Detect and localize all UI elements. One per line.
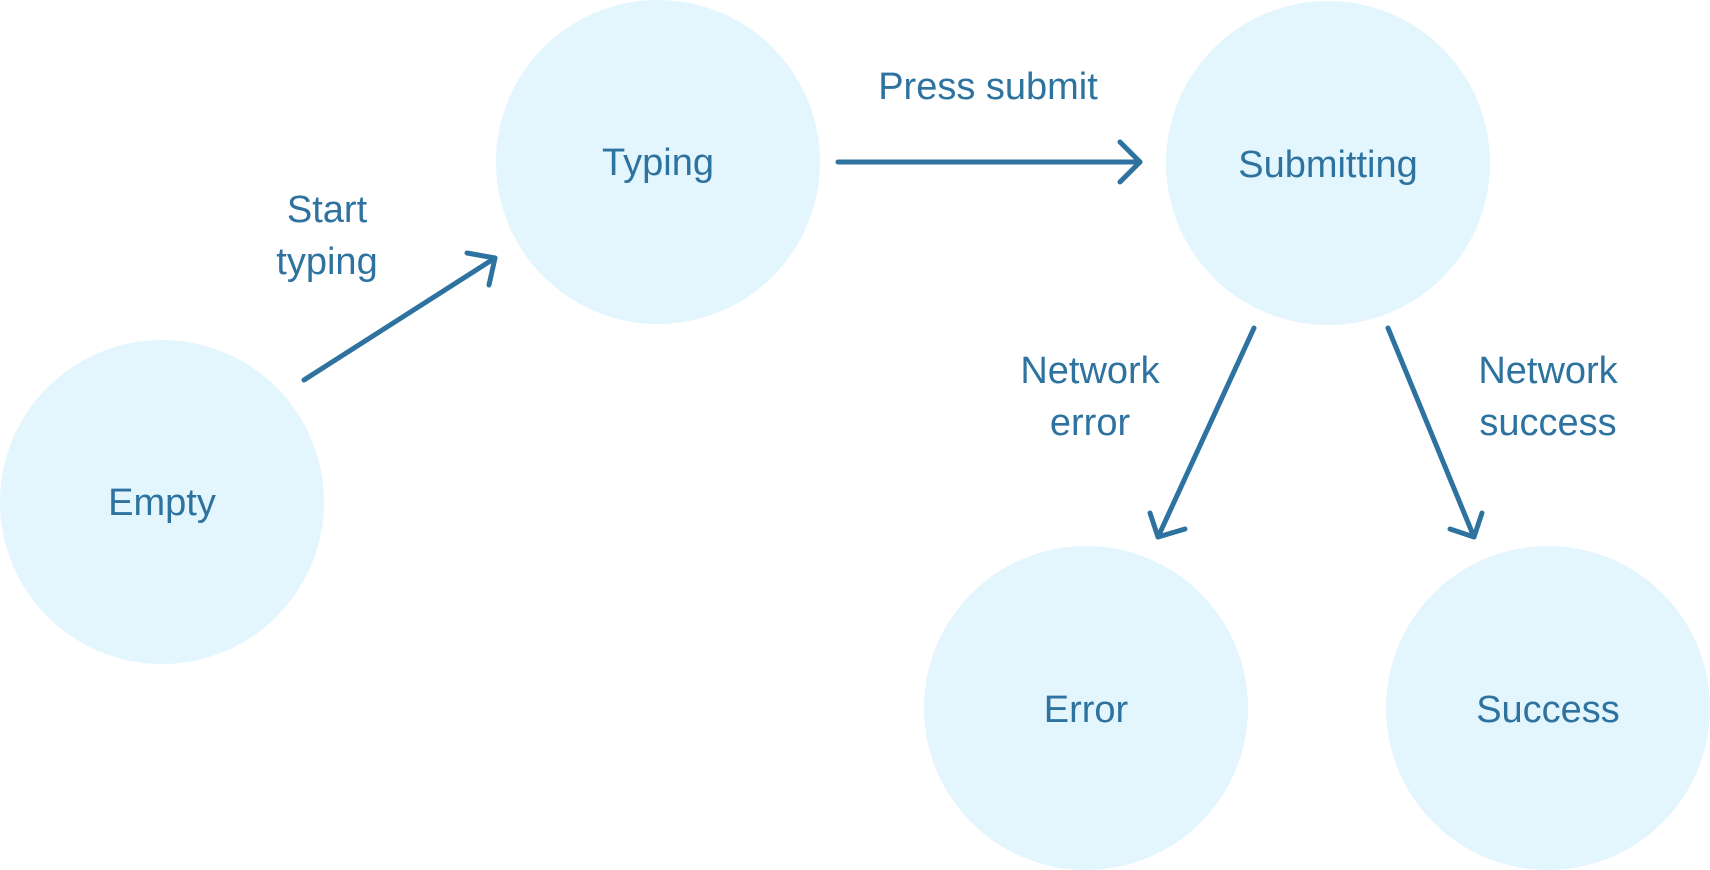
arrow-network-error-head <box>1147 510 1188 540</box>
state-label-error: Error <box>1044 689 1129 731</box>
state-node-typing: Typing <box>496 0 820 324</box>
transition-label-start-typing-line1: Start <box>287 189 368 231</box>
state-label-success: Success <box>1476 689 1620 731</box>
state-node-empty: Empty <box>0 340 324 664</box>
arrow-start-typing <box>301 250 498 383</box>
arrow-start-typing-head <box>464 250 498 288</box>
transition-label-network-error-line1: Network <box>1020 350 1160 392</box>
transition-label-network-success-line1: Network <box>1478 350 1618 392</box>
state-node-success: Success <box>1386 546 1710 870</box>
transition-label-press-submit: Press submit <box>878 66 1098 108</box>
state-circle-error <box>924 546 1248 870</box>
transition-label-network-error-line2: error <box>1050 402 1131 444</box>
state-circle-submitting <box>1166 1 1490 325</box>
transition-label-start-typing-line2: typing <box>276 241 377 283</box>
arrow-network-success-shaft <box>1385 325 1477 540</box>
state-node-submitting: Submitting <box>1166 1 1490 325</box>
arrow-press-submit-head <box>1117 139 1143 185</box>
arrow-press-submit <box>835 139 1143 185</box>
arrow-network-error <box>1147 325 1257 540</box>
state-label-typing: Typing <box>602 142 714 184</box>
transition-label-network-success-line2: success <box>1479 402 1616 444</box>
state-label-empty: Empty <box>108 482 216 524</box>
state-circle-success <box>1386 546 1710 870</box>
arrow-start-typing-shaft <box>301 255 498 383</box>
arrow-network-error-shaft <box>1155 325 1257 540</box>
state-node-error: Error <box>924 546 1248 870</box>
arrow-network-success-head <box>1447 510 1485 540</box>
state-circle-typing <box>496 0 820 324</box>
state-circle-empty <box>0 340 324 664</box>
arrow-network-success <box>1385 325 1485 540</box>
state-label-submitting: Submitting <box>1238 144 1418 186</box>
